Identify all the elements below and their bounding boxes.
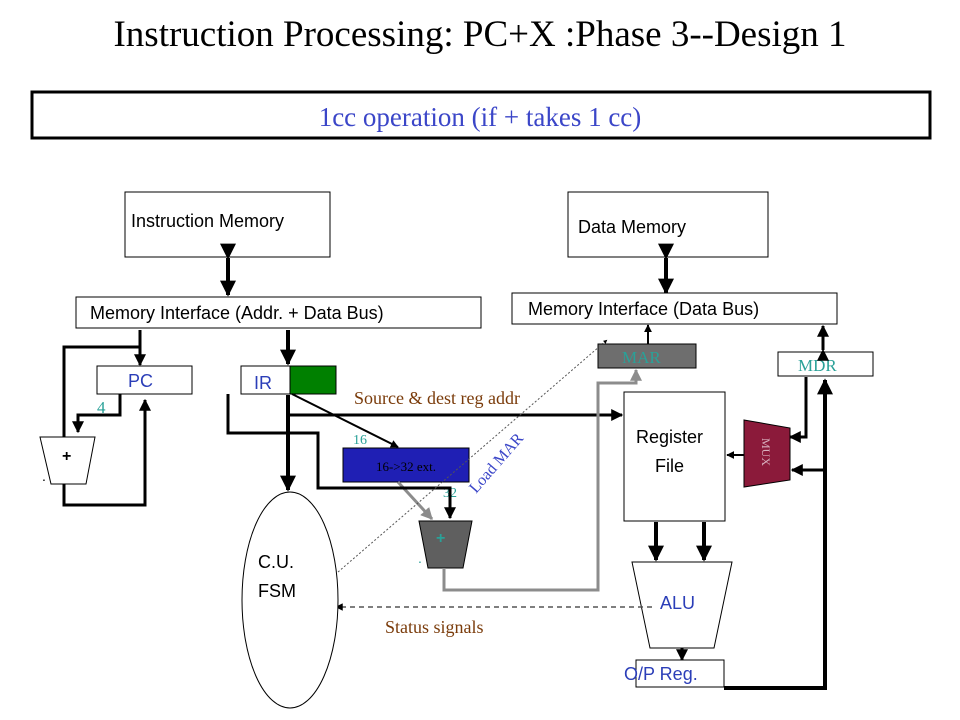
- op-register-label: O/P Reg.: [624, 664, 698, 684]
- pc-label: PC: [128, 371, 153, 391]
- ir-register: IR: [240, 365, 337, 395]
- pc-loop-wires: [62, 330, 151, 507]
- pc-adder-plus: +: [62, 448, 71, 465]
- memory-interface-left-label: Memory Interface (Addr. + Data Bus): [90, 303, 384, 323]
- extender-input-width: 16: [353, 433, 367, 448]
- pc-register: PC: [96, 365, 193, 395]
- reg-to-adder-wire: [226, 394, 456, 520]
- register-file: Register File: [623, 391, 726, 522]
- control-unit-label-2: FSM: [258, 581, 296, 601]
- register-file-label-1: Register: [636, 427, 703, 447]
- status-signals-label: Status signals: [385, 617, 484, 637]
- constant-four-label: 4: [97, 398, 106, 417]
- opreg-feedback-wire: [724, 378, 833, 690]
- alu-label: ALU: [660, 593, 695, 613]
- sign-extender: 16->32 ext.: [342, 447, 470, 483]
- banner: 1cc operation (if + takes 1 cc): [30, 90, 932, 140]
- sign-extender-label: 16->32 ext.: [376, 459, 436, 474]
- alu: ALU: [631, 561, 733, 649]
- ir-to-extender-arrow: [291, 393, 399, 448]
- op-register: O/P Reg.: [624, 659, 725, 688]
- memory-interface-right-label: Memory Interface (Data Bus): [528, 299, 759, 319]
- slide-title: Instruction Processing: PC+X :Phase 3--D…: [113, 14, 846, 55]
- instruction-memory-block: Instruction Memory: [124, 191, 331, 258]
- mux: MUX: [743, 419, 791, 488]
- pc-adder: + .: [39, 436, 96, 485]
- load-mar-label: Load MAR: [466, 430, 527, 497]
- banner-text: 1cc operation (if + takes 1 cc): [319, 102, 642, 132]
- data-memory-label: Data Memory: [578, 217, 686, 237]
- memory-interface-right: Memory Interface (Data Bus): [511, 292, 838, 325]
- memory-interface-left: Memory Interface (Addr. + Data Bus): [75, 296, 482, 329]
- load-mar-signal: [337, 339, 608, 573]
- control-unit-fsm: C.U. FSM: [241, 491, 339, 709]
- control-unit-label-1: C.U.: [258, 552, 294, 572]
- address-adder-dot: .: [418, 550, 422, 566]
- ir-field-highlight: [289, 365, 337, 395]
- mdr-register: MDR: [777, 351, 874, 377]
- mar-register: MAR: [597, 343, 697, 369]
- data-memory-block: Data Memory: [567, 191, 769, 258]
- mar-label: MAR: [622, 348, 661, 367]
- mux-label: MUX: [759, 438, 773, 466]
- address-adder: + .: [418, 520, 473, 569]
- mdr-label: MDR: [798, 356, 837, 375]
- ir-label: IR: [254, 373, 272, 393]
- mdr-to-mux-wire: [788, 377, 808, 443]
- instruction-memory-label: Instruction Memory: [131, 211, 284, 231]
- source-dest-label: Source & dest reg addr: [354, 388, 520, 408]
- pc-adder-dot: .: [42, 468, 46, 484]
- register-file-label-2: File: [655, 456, 684, 476]
- adder-to-mar-wire: [442, 368, 642, 592]
- address-adder-plus: +: [436, 530, 445, 547]
